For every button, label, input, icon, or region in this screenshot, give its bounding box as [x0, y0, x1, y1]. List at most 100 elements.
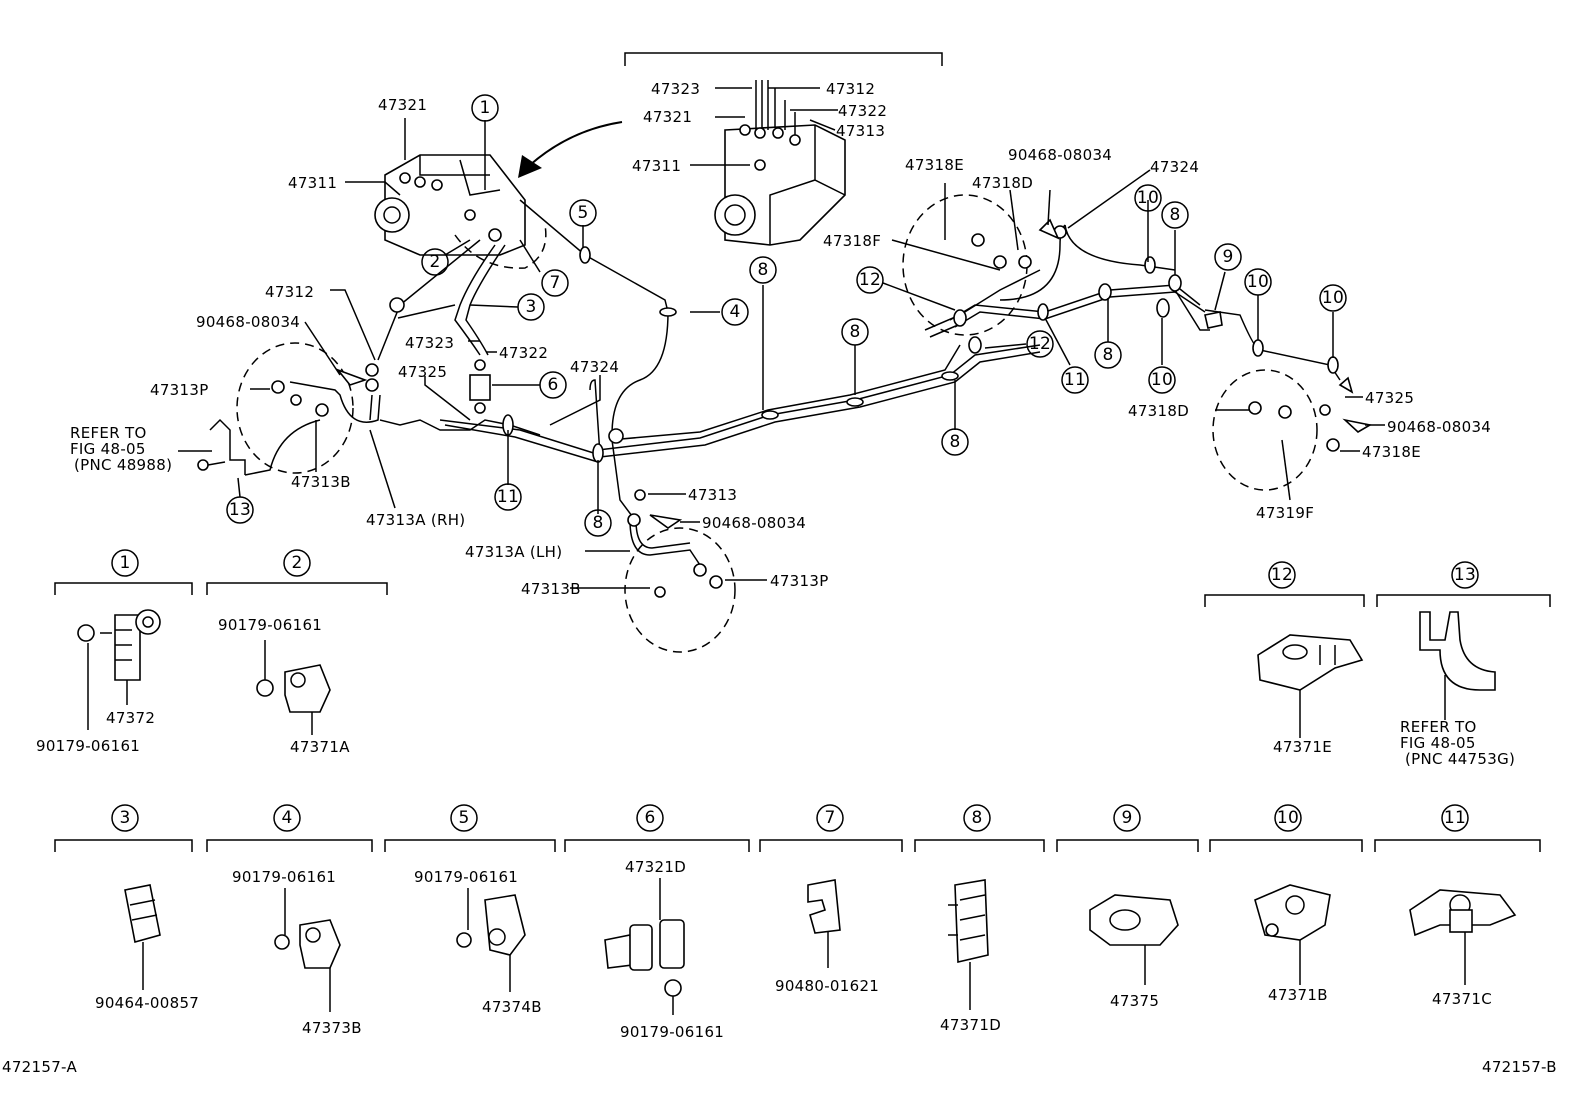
- diagram-id-left: 472157-A: [2, 1058, 77, 1076]
- detail-5: 5 90179-06161 47374B: [384, 804, 556, 1016]
- svg-text:8: 8: [757, 260, 768, 280]
- detail-6-part-90179-06161: 90179-06161: [620, 1023, 724, 1041]
- svg-text:9: 9: [1222, 247, 1233, 267]
- svg-text:8: 8: [592, 513, 603, 533]
- svg-text:5: 5: [458, 808, 469, 828]
- detail-2-part-47371A: 47371A: [290, 738, 350, 756]
- svg-text:12: 12: [859, 270, 881, 290]
- detail-4-part-47373B: 47373B: [302, 1019, 362, 1037]
- svg-text:8: 8: [1169, 205, 1180, 225]
- refer-right-3: (PNC 44753G): [1405, 750, 1515, 768]
- svg-text:10: 10: [1277, 808, 1299, 828]
- label-47313B-b: 47313B: [521, 580, 581, 598]
- label-47318E-b: 47318E: [1362, 443, 1421, 461]
- svg-text:6: 6: [644, 808, 655, 828]
- refer-left-2: FIG 48-05: [70, 440, 146, 458]
- detail-5-part-90179-06161: 90179-06161: [414, 868, 518, 886]
- detail-1-part-47372: 47372: [106, 709, 155, 727]
- inset-label-47311: 47311: [632, 157, 681, 175]
- detail-12-part-47371E: 47371E: [1273, 738, 1332, 756]
- inset-label-47321: 47321: [643, 108, 692, 126]
- detail-1-part-90179-06161: 90179-06161: [36, 737, 140, 755]
- svg-text:10: 10: [1247, 272, 1269, 292]
- svg-text:10: 10: [1151, 370, 1173, 390]
- label-47325: 47325: [398, 363, 447, 381]
- hardware-parts: [197, 218, 1373, 598]
- detail-6-part-47321D: 47321D: [625, 858, 686, 876]
- detail-2-part-90179-06161: 90179-06161: [218, 616, 322, 634]
- refer-left-3: (PNC 48988): [74, 456, 172, 474]
- detail-7-part-90480-01621: 90480-01621: [775, 977, 879, 995]
- label-90468-08034-a: 90468-08034: [196, 313, 300, 331]
- svg-text:7: 7: [549, 273, 560, 293]
- svg-text:12: 12: [1029, 334, 1051, 354]
- label-90468-08034-b: 90468-08034: [702, 514, 806, 532]
- detail-3: 3 90464-00857: [54, 804, 199, 1012]
- label-47323: 47323: [405, 334, 454, 352]
- label-47313P-b: 47313P: [770, 572, 829, 590]
- svg-text:10: 10: [1322, 288, 1344, 308]
- svg-text:8: 8: [849, 322, 860, 342]
- lh-front-wheel-area: [624, 527, 736, 653]
- label-90468-08034-c: 90468-08034: [1008, 146, 1112, 164]
- label-47313A-RH: 47313A (RH): [366, 511, 465, 529]
- label-47313P-a: 47313P: [150, 381, 209, 399]
- label-47312: 47312: [265, 283, 314, 301]
- label-47318F: 47318F: [823, 232, 881, 250]
- inset-label-47322: 47322: [838, 102, 887, 120]
- svg-text:4: 4: [281, 808, 292, 828]
- label-47318D-a: 47318D: [972, 174, 1033, 192]
- inset-label-47313: 47313: [836, 122, 885, 140]
- detail-6: 6 47321D 90179-06161: [564, 804, 750, 1041]
- svg-text:11: 11: [497, 487, 519, 507]
- svg-text:1: 1: [479, 98, 490, 118]
- inset-label-47323: 47323: [651, 80, 700, 98]
- svg-text:8: 8: [1102, 345, 1113, 365]
- label-47321: 47321: [378, 96, 427, 114]
- label-47324-r: 47324: [1150, 158, 1199, 176]
- inset-arrow: [529, 121, 623, 166]
- detail-4-part-90179-06161: 90179-06161: [232, 868, 336, 886]
- label-47324: 47324: [570, 358, 619, 376]
- main-labels: 47321 47311 47312 90468-08034 47313P 473…: [70, 96, 1491, 598]
- detail-2: 2 90179-06161 47371A: [206, 549, 388, 756]
- svg-text:5: 5: [577, 203, 588, 223]
- svg-text:13: 13: [1454, 565, 1476, 585]
- detail-10-part-47371B: 47371B: [1268, 986, 1328, 1004]
- refer-right-1: REFER TO: [1400, 718, 1477, 736]
- svg-text:7: 7: [824, 808, 835, 828]
- inset-bracket: [624, 52, 943, 66]
- svg-text:8: 8: [971, 808, 982, 828]
- detail-12: 12 47371E: [1204, 561, 1365, 756]
- inset-label-47312: 47312: [826, 80, 875, 98]
- rh-rear-wheel-area: [1212, 369, 1318, 491]
- detail-5-part-47374B: 47374B: [482, 998, 542, 1016]
- svg-text:2: 2: [429, 252, 440, 272]
- svg-text:6: 6: [547, 375, 558, 395]
- detail-10: 10 47371B: [1209, 804, 1363, 1004]
- refer-right-2: FIG 48-05: [1400, 734, 1476, 752]
- label-47313A-LH: 47313A (LH): [465, 543, 562, 561]
- label-47311: 47311: [288, 174, 337, 192]
- label-47325-r: 47325: [1365, 389, 1414, 407]
- main-callouts: 1 2 3 4 5 6 7 8 8 8 8 11 13 12 12 11 8 1…: [226, 94, 1347, 537]
- svg-text:9: 9: [1121, 808, 1132, 828]
- svg-text:8: 8: [949, 432, 960, 452]
- label-47313B-a: 47313B: [291, 473, 351, 491]
- detail-4: 4 90179-06161 47373B: [206, 804, 373, 1037]
- svg-text:4: 4: [729, 302, 740, 322]
- detail-9-part-47375: 47375: [1110, 992, 1159, 1010]
- svg-text:2: 2: [291, 553, 302, 573]
- label-47322: 47322: [499, 344, 548, 362]
- detail-1: 1 47372 90179-06161: [36, 549, 193, 755]
- detail-11: 11 47371C: [1374, 804, 1541, 1008]
- svg-text:12: 12: [1271, 565, 1293, 585]
- rh-front-wheel-area: [236, 342, 354, 474]
- label-47318D-b: 47318D: [1128, 402, 1189, 420]
- svg-text:11: 11: [1064, 370, 1086, 390]
- label-47313: 47313: [688, 486, 737, 504]
- actuator-inset: 47323 47312 47321 47322 47313 47311: [518, 52, 943, 246]
- detail-3-part-90464-00857: 90464-00857: [95, 994, 199, 1012]
